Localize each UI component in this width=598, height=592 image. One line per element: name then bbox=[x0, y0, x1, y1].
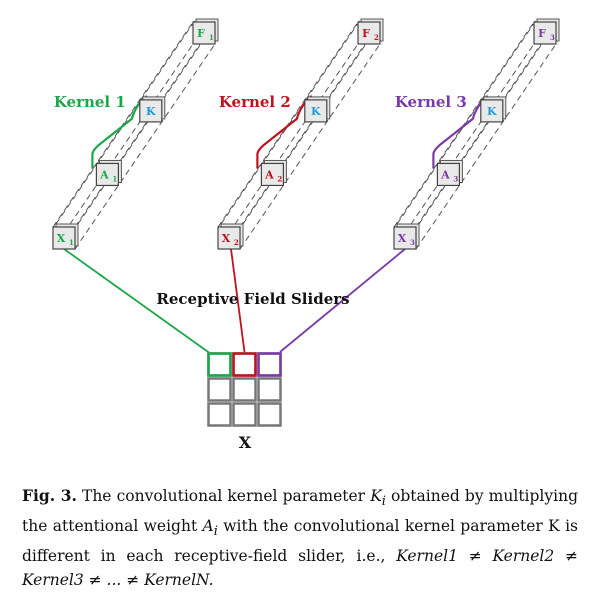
svg-text:1: 1 bbox=[209, 33, 214, 42]
k-node-3: K bbox=[480, 96, 507, 123]
svg-text:F: F bbox=[538, 27, 546, 40]
connection-line-3 bbox=[279, 248, 406, 353]
svg-text:F: F bbox=[362, 27, 370, 40]
grid-label: X bbox=[239, 433, 252, 452]
svg-text:2: 2 bbox=[277, 174, 282, 183]
input-grid-x bbox=[207, 352, 282, 427]
caption-ki: Ki bbox=[370, 487, 386, 510]
svg-text:1: 1 bbox=[69, 238, 74, 247]
svg-text:K: K bbox=[146, 105, 156, 118]
caption-text-1: The convolutional kernel parameter bbox=[76, 487, 371, 505]
caption-ai: Ai bbox=[202, 517, 218, 540]
grid-cell bbox=[257, 377, 282, 402]
caption-text-2: obtained by multiplying the attentional … bbox=[22, 487, 578, 536]
svg-text:A: A bbox=[99, 168, 109, 181]
svg-text:3: 3 bbox=[453, 174, 458, 183]
svg-text:2: 2 bbox=[234, 238, 239, 247]
svg-text:A: A bbox=[440, 168, 450, 181]
kernel-label-3: Kernel 3 bbox=[395, 93, 467, 111]
svg-text:3: 3 bbox=[410, 238, 415, 247]
grid-cell bbox=[207, 377, 232, 402]
k-node-2: K bbox=[304, 96, 331, 123]
svg-text:1: 1 bbox=[112, 174, 117, 183]
grid-cell-slider-2 bbox=[232, 352, 257, 377]
caption-text-3: with the convolutional kernel parameter … bbox=[22, 517, 579, 566]
svg-text:X: X bbox=[57, 232, 66, 245]
caption-equation: Kernel1 ≠ Kernel2 ≠ Kernel3 ≠ ... ≠ Kern… bbox=[22, 547, 578, 590]
svg-text:A: A bbox=[264, 168, 274, 181]
connection-lines bbox=[63, 248, 406, 355]
svg-text:3: 3 bbox=[550, 33, 555, 42]
kernel-label-1: Kernel 1 bbox=[54, 93, 126, 111]
figure-caption: Fig. 3. The convolutional kernel paramet… bbox=[22, 484, 578, 592]
grid-cell bbox=[232, 402, 257, 427]
svg-text:X: X bbox=[398, 232, 407, 245]
svg-text:X: X bbox=[222, 232, 231, 245]
grid-cell bbox=[207, 402, 232, 427]
connection-line-2 bbox=[230, 248, 246, 353]
k-node-1: K bbox=[139, 96, 166, 123]
grid-cell-slider-1 bbox=[207, 352, 232, 377]
grid-cell bbox=[232, 352, 257, 377]
grid-cell bbox=[207, 352, 232, 377]
grid-cell bbox=[257, 402, 282, 427]
grid-cell bbox=[257, 352, 282, 377]
grid-cell-slider-3 bbox=[257, 352, 282, 377]
svg-text:K: K bbox=[487, 105, 497, 118]
caption-fig-number: Fig. 3. bbox=[22, 486, 77, 505]
receptive-field-sliders-label: Receptive Field Sliders bbox=[156, 290, 349, 308]
kernel-label-2: Kernel 2 bbox=[219, 93, 291, 111]
svg-text:F: F bbox=[197, 27, 205, 40]
svg-text:2: 2 bbox=[374, 33, 379, 42]
grid-cell bbox=[232, 377, 257, 402]
connection-line-1 bbox=[63, 248, 212, 355]
svg-text:K: K bbox=[311, 105, 321, 118]
